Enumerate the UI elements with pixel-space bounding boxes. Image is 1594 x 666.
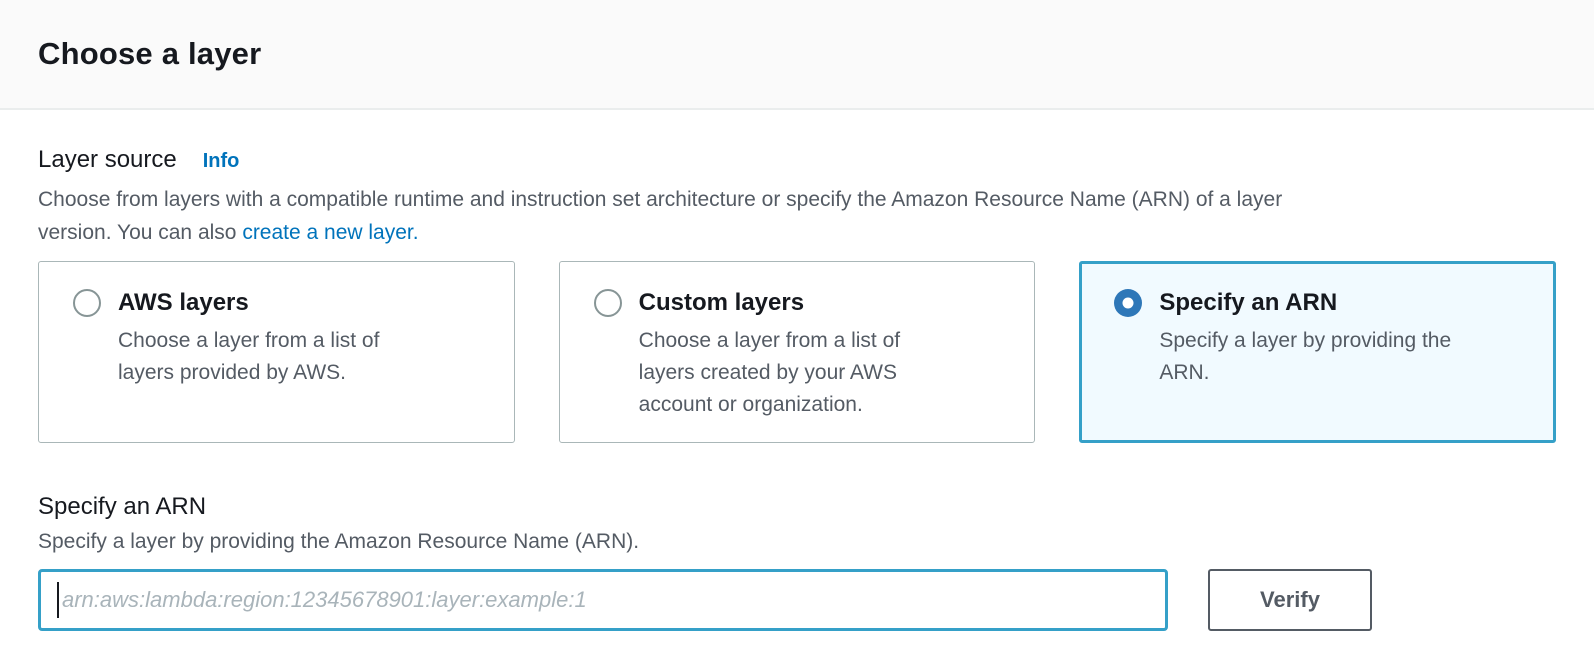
radio-specify-arn[interactable] xyxy=(1114,289,1143,317)
text-caret xyxy=(57,582,59,618)
page-header: Choose a layer xyxy=(0,0,1594,110)
radio-custom-layers[interactable] xyxy=(593,289,622,317)
specify-arn-description: Specify a layer by providing the Amazon … xyxy=(38,530,640,553)
layer-source-label: Layer source xyxy=(38,146,177,173)
layer-option-card-specify-arn[interactable]: Specify an ARN Specify a layer by provid… xyxy=(1079,261,1556,443)
layer-source-options: AWS layers Choose a layer from a list of… xyxy=(38,261,1556,443)
specify-arn-title: Specify an ARN xyxy=(38,493,207,520)
specify-arn-section: Specify an ARN Specify a layer by provid… xyxy=(38,493,1556,631)
arn-input-wrapper xyxy=(38,569,1168,631)
card-description: Specify a layer by providing the ARN. xyxy=(1159,329,1452,384)
create-layer-link[interactable]: create a new layer. xyxy=(242,221,419,244)
layer-source-description-line1: Choose from layers with a compatible run… xyxy=(38,188,1283,211)
layer-source-section: Layer source Info Choose from layers wit… xyxy=(0,110,1594,631)
layer-option-card-custom-layers[interactable]: Custom layers Choose a layer from a list… xyxy=(558,261,1036,443)
radio-aws-layers[interactable] xyxy=(73,289,101,317)
card-content: Custom layers Choose a layer from a list… xyxy=(639,288,939,422)
arn-input[interactable] xyxy=(38,569,1168,631)
card-description: Choose a layer from a list of layers pro… xyxy=(118,329,380,384)
card-content: Specify an ARN Specify a layer by provid… xyxy=(1159,288,1459,420)
card-content: AWS layers Choose a layer from a list of… xyxy=(118,288,418,422)
layer-option-card-aws-layers[interactable]: AWS layers Choose a layer from a list of… xyxy=(38,261,515,443)
card-title: AWS layers xyxy=(118,289,249,316)
layer-source-description-line2: version. You can also xyxy=(38,221,243,244)
card-description: Choose a layer from a list of layers cre… xyxy=(638,329,901,416)
card-title: Custom layers xyxy=(638,289,805,316)
layer-source-description: Choose from layers with a compatible run… xyxy=(38,183,1556,249)
verify-button[interactable]: Verify xyxy=(1208,569,1372,631)
page-title: Choose a layer xyxy=(38,36,262,71)
info-link[interactable]: Info xyxy=(202,150,240,172)
arn-input-row: Verify xyxy=(38,569,1556,631)
layer-source-label-row: Layer source Info xyxy=(38,146,1556,174)
card-title: Specify an ARN xyxy=(1159,289,1338,316)
